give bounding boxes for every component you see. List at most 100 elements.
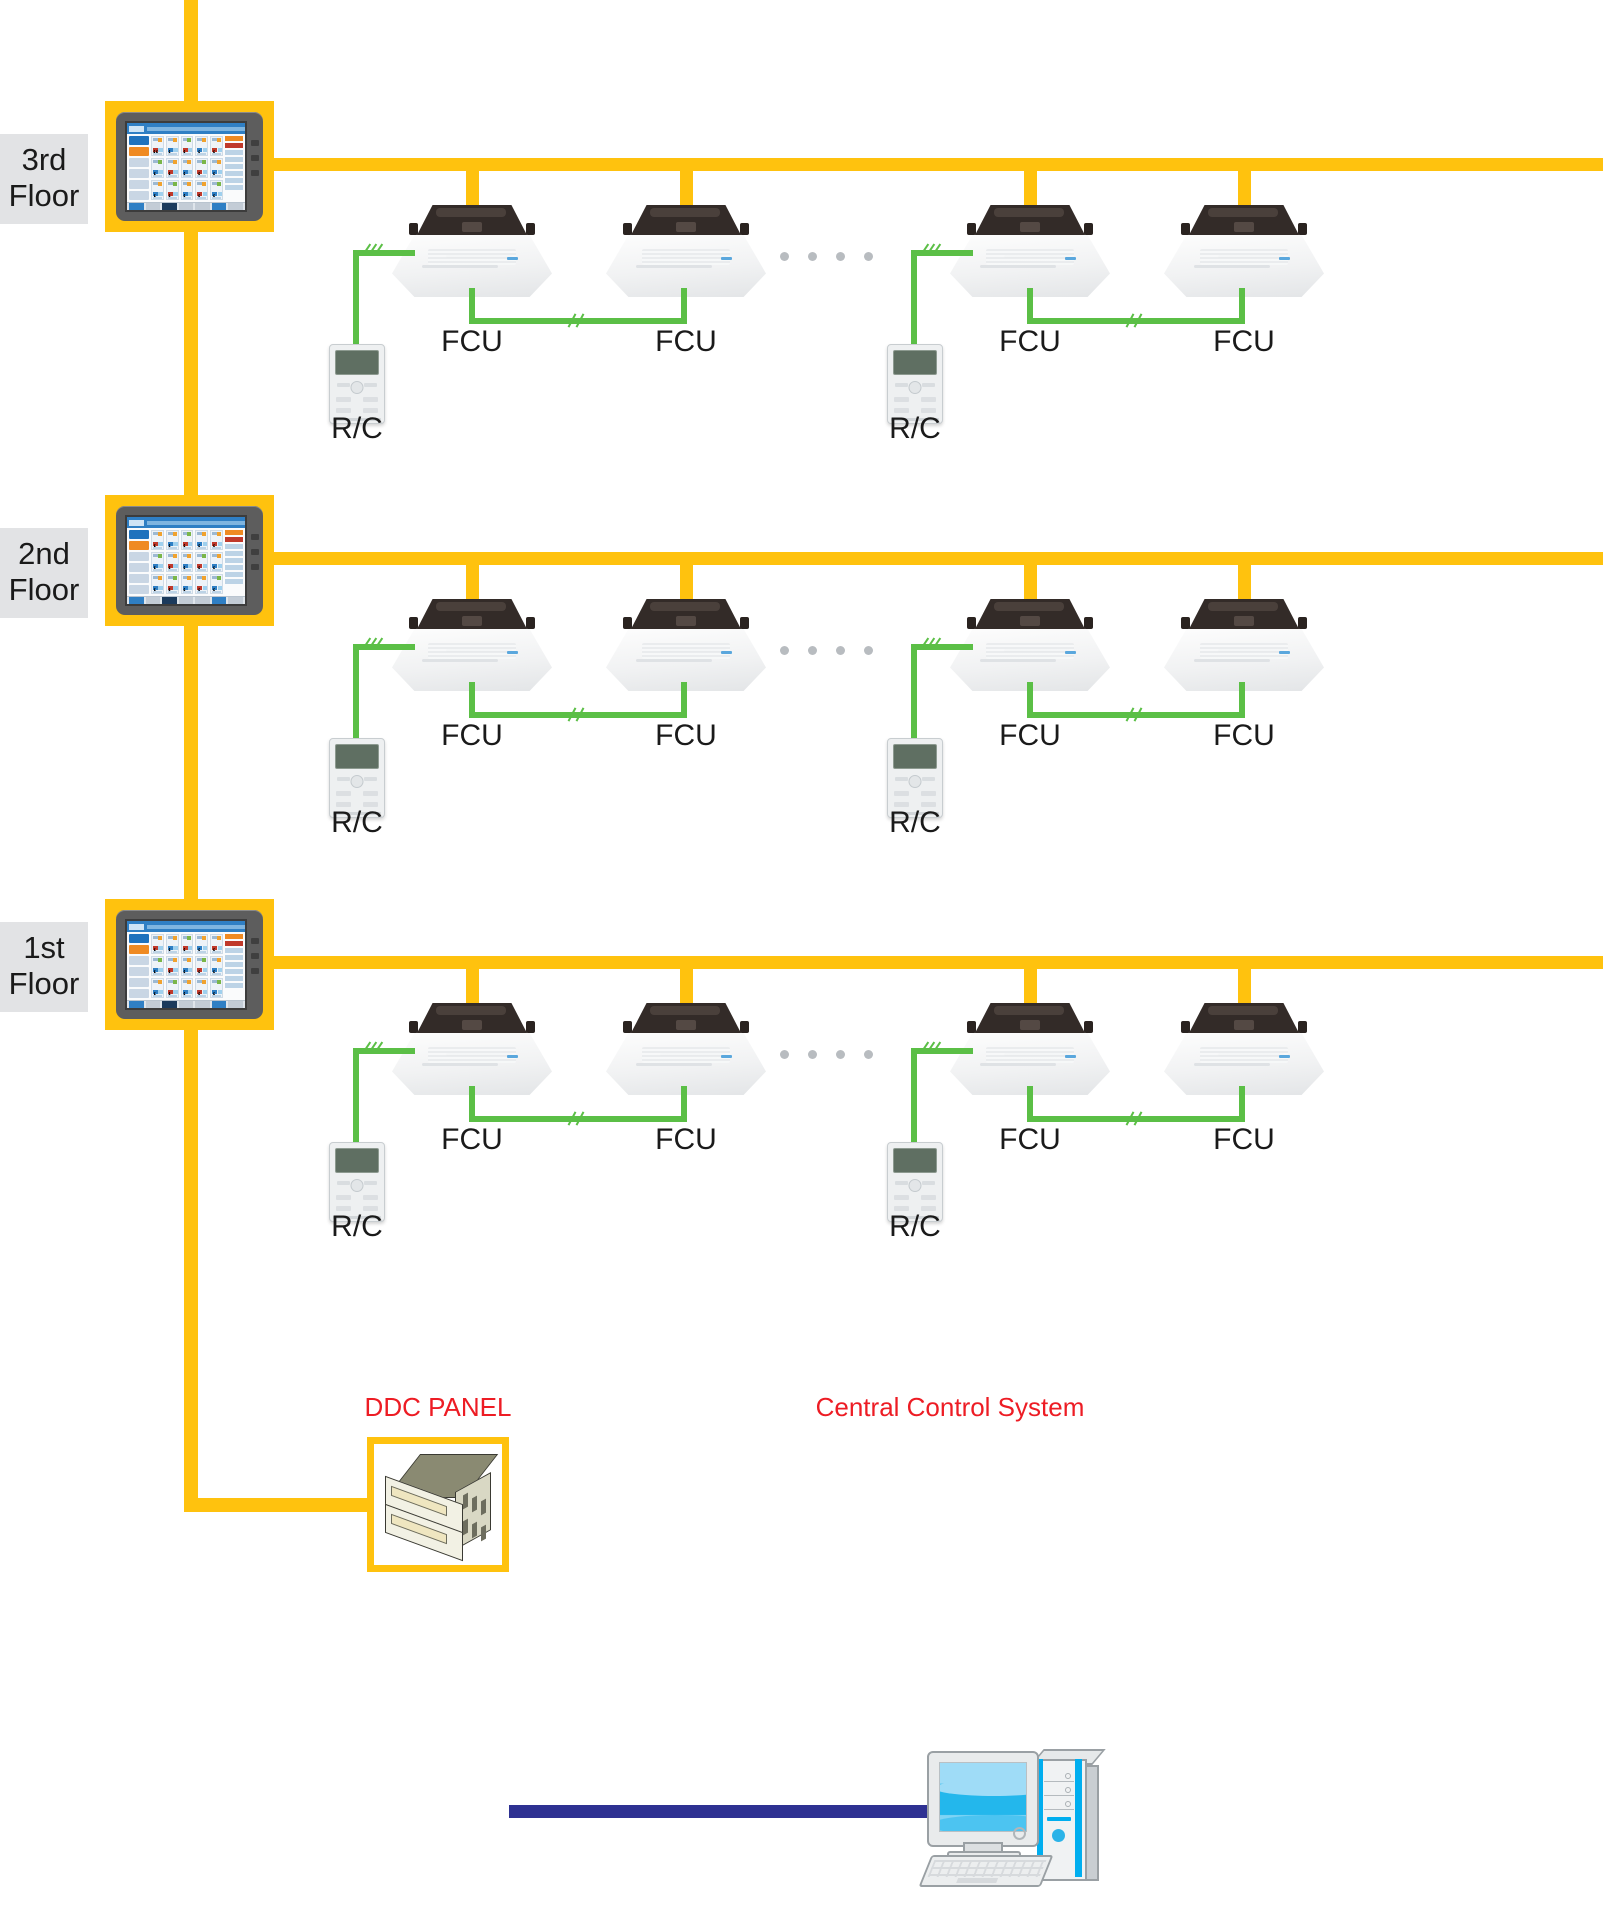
panel-zone-grid[interactable] [151, 136, 223, 200]
rc-dial[interactable] [908, 381, 922, 394]
floor-bus-2nd [265, 552, 1603, 565]
panel-hard-keys[interactable] [251, 938, 259, 975]
rc-label: R/C [889, 1210, 941, 1243]
fcu-label: FCU [999, 719, 1061, 752]
remote-controller[interactable] [329, 344, 385, 424]
fcu-unit [392, 205, 552, 297]
touch-panel-controller-3rd[interactable] [105, 101, 274, 232]
rc-dial[interactable] [350, 381, 364, 394]
rc-wire-horizontal [911, 1048, 973, 1054]
rc-lcd-display [893, 350, 937, 375]
touch-panel-controller-1st[interactable] [105, 899, 274, 1030]
pc-monitor-power-icon[interactable] [1013, 1827, 1026, 1840]
panel-bezel [116, 112, 263, 221]
floor-label-line1: 2nd [18, 536, 70, 571]
fcu-unit [606, 1003, 766, 1095]
rc-label: R/C [889, 412, 941, 445]
rc-label: R/C [331, 1210, 383, 1243]
fcu-label: FCU [655, 719, 717, 752]
fcu-link-down [1027, 1086, 1033, 1122]
fcu-label: FCU [999, 1123, 1061, 1156]
fcu-label: FCU [441, 325, 503, 358]
fcu-drop-1st-2 [680, 956, 693, 1018]
rc-dial[interactable] [908, 1179, 922, 1192]
floor-label-line1: 1st [23, 930, 65, 965]
fcu-link-down [1027, 288, 1033, 324]
panel-title-bar [127, 921, 245, 932]
panel-screen[interactable] [125, 121, 247, 212]
panel-screen[interactable] [125, 919, 247, 1010]
fcu-drop-3rd-2 [680, 158, 693, 220]
rc-wire-horizontal [353, 1048, 415, 1054]
rc-wire-vertical [353, 1048, 359, 1148]
rc-wire-horizontal [911, 644, 973, 650]
remote-controller[interactable] [329, 738, 385, 818]
trunk-bottom-elbow [184, 1498, 374, 1512]
panel-sidebar[interactable] [129, 530, 151, 594]
pc-monitor-screen [939, 1762, 1027, 1832]
panel-status-rail [223, 934, 243, 998]
fcu-link-up [681, 682, 687, 718]
remote-controller[interactable] [887, 1142, 943, 1222]
remote-controller[interactable] [887, 738, 943, 818]
fcu-drop-3rd-1 [466, 158, 479, 220]
remote-controller[interactable] [887, 344, 943, 424]
central-control-pc[interactable] [918, 1745, 1106, 1887]
rc-lcd-display [335, 350, 379, 375]
floor-label-2nd: 2nd Floor [0, 528, 88, 618]
fcu-unit [950, 205, 1110, 297]
fcu-unit [950, 599, 1110, 691]
panel-title-bar [127, 517, 245, 528]
rc-label: R/C [331, 806, 383, 839]
floor-label-line2: Floor [8, 966, 80, 1001]
fcu-link-down [469, 288, 475, 324]
fcu-label: FCU [655, 325, 717, 358]
rc-dial[interactable] [908, 775, 922, 788]
network-cable [509, 1805, 929, 1818]
fcu-drop-1st-1 [466, 956, 479, 1018]
fcu-link-up [681, 288, 687, 324]
pc-keyboard[interactable] [918, 1855, 1054, 1887]
fcu-drop-2nd-2 [680, 552, 693, 614]
panel-zone-grid[interactable] [151, 530, 223, 594]
rc-lcd-display [335, 1148, 379, 1173]
pc-tower-accent [1037, 1759, 1043, 1877]
panel-bezel [116, 506, 263, 615]
fcu-drop-2nd-4 [1238, 552, 1251, 614]
floor-label-line1: 3rd [21, 142, 67, 177]
pc-tower-accent [1075, 1759, 1082, 1877]
panel-sidebar[interactable] [129, 934, 151, 998]
fcu-link-up [681, 1086, 687, 1122]
fcu-link-up [1239, 682, 1245, 718]
rc-lcd-display [893, 744, 937, 769]
pc-power-button[interactable] [1052, 1829, 1065, 1842]
fcu-label: FCU [999, 325, 1061, 358]
floor-label-3rd: 3rd Floor [0, 134, 88, 224]
fcu-link-up [1239, 1086, 1245, 1122]
fcu-unit [606, 599, 766, 691]
ddc-panel-device [381, 1450, 499, 1562]
remote-controller[interactable] [329, 1142, 385, 1222]
vertical-trunk-bus [184, 0, 198, 1512]
panel-sidebar[interactable] [129, 136, 151, 200]
rc-dial[interactable] [350, 775, 364, 788]
floor-label-line2: Floor [8, 572, 80, 607]
panel-status-rail [223, 136, 243, 200]
rc-wire-vertical [911, 250, 917, 350]
panel-body [127, 528, 245, 596]
floor-label-1st: 1st Floor [0, 922, 88, 1012]
pc-monitor [927, 1751, 1039, 1847]
panel-hard-keys[interactable] [251, 534, 259, 571]
touch-panel-controller-2nd[interactable] [105, 495, 274, 626]
fcu-unit [950, 1003, 1110, 1095]
panel-zone-grid[interactable] [151, 934, 223, 998]
rc-wire-horizontal [353, 250, 415, 256]
fcu-ellipsis [780, 646, 873, 655]
rc-lcd-display [335, 744, 379, 769]
panel-hard-keys[interactable] [251, 140, 259, 177]
rc-dial[interactable] [350, 1179, 364, 1192]
fcu-unit [606, 205, 766, 297]
panel-body [127, 134, 245, 202]
fcu-unit [1164, 205, 1324, 297]
panel-screen[interactable] [125, 515, 247, 606]
